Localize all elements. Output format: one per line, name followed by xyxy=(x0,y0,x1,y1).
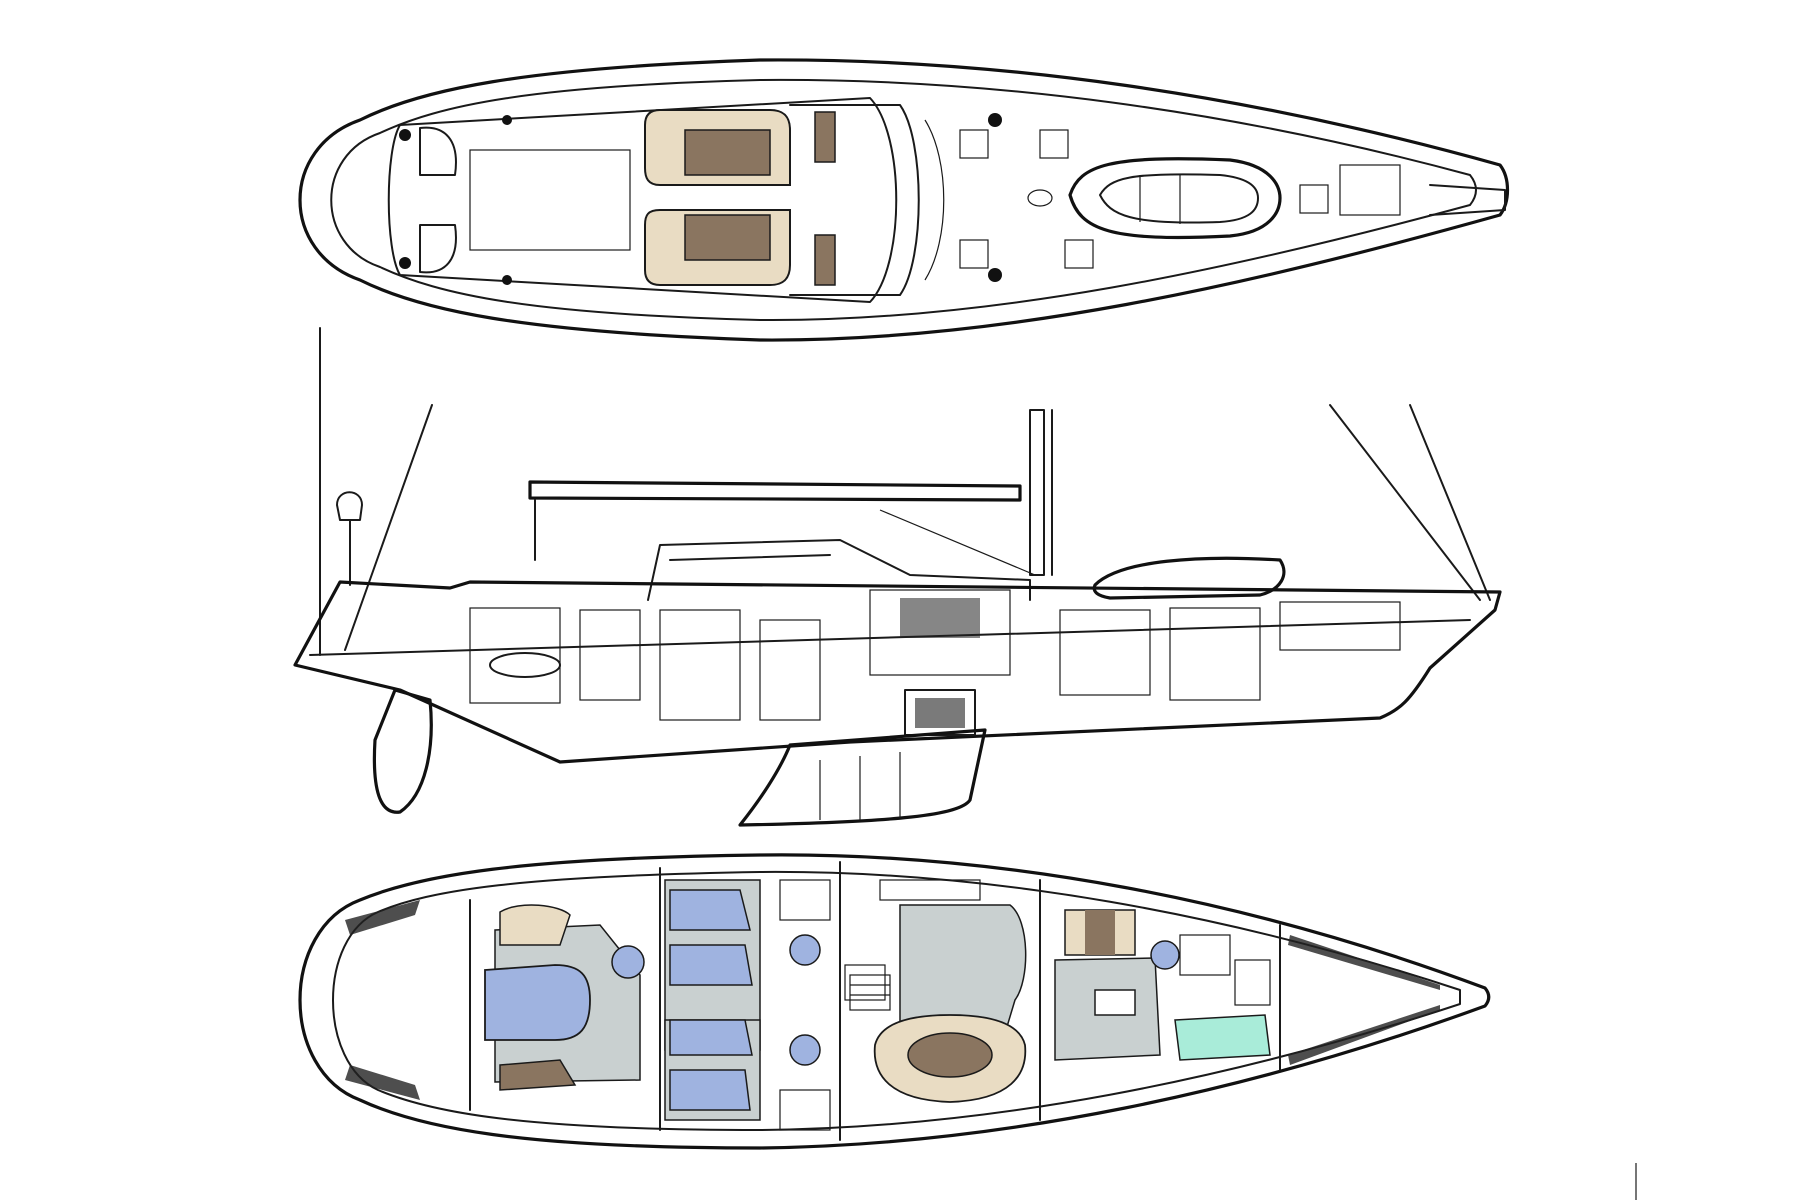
winch-icon xyxy=(502,115,512,125)
mast-step xyxy=(1027,189,1053,207)
mast xyxy=(1029,409,1045,576)
cockpit-seating xyxy=(644,109,836,286)
winch-icon xyxy=(988,268,1002,282)
accom-inner-outline xyxy=(332,870,1461,1131)
accommodation-plan-view xyxy=(298,853,1491,1150)
bow-pulpit xyxy=(1429,184,1506,216)
deck-plan-view xyxy=(298,58,1510,342)
sheer-line xyxy=(309,619,1471,656)
backstay-2 xyxy=(344,404,433,651)
dinghy-profile xyxy=(1092,556,1286,600)
forestay-2 xyxy=(1409,404,1491,601)
foredeck-line xyxy=(924,119,945,281)
saloon xyxy=(844,879,1027,1103)
starboard-helm xyxy=(419,224,457,274)
profile-interior xyxy=(469,589,1401,721)
forestay xyxy=(1329,404,1481,601)
deckhouse-profile xyxy=(647,539,1031,601)
winch-icon xyxy=(502,275,512,285)
engine-icon xyxy=(904,689,976,736)
dinghy-icon xyxy=(1068,157,1282,240)
helm-stations xyxy=(399,115,512,285)
profile-view xyxy=(293,327,1502,827)
winch-icon xyxy=(399,129,411,141)
owner-cabin xyxy=(484,904,645,1091)
deck-inner-outline xyxy=(330,78,1477,322)
winch-icon xyxy=(988,113,1002,127)
berth-icon xyxy=(489,652,561,678)
deck-hatches xyxy=(959,129,1401,269)
winch-icon xyxy=(399,257,411,269)
deck-hull-outline xyxy=(298,58,1510,342)
accom-hull-outline xyxy=(298,853,1491,1150)
profile-hull xyxy=(293,580,1502,764)
radar-dome-icon xyxy=(336,491,363,586)
vang xyxy=(879,509,1036,576)
port-helm xyxy=(419,126,457,176)
keel-icon xyxy=(738,728,987,827)
cockpit-floor xyxy=(469,149,631,251)
guest-cabins xyxy=(664,879,831,1131)
rudder-icon xyxy=(372,688,433,814)
deckhouse xyxy=(789,104,920,296)
bulkheads xyxy=(469,861,1281,1141)
boom xyxy=(528,480,1022,502)
companionway-stairs xyxy=(849,974,891,1011)
cockpit-coaming xyxy=(387,97,898,303)
galley xyxy=(1054,909,1271,1061)
